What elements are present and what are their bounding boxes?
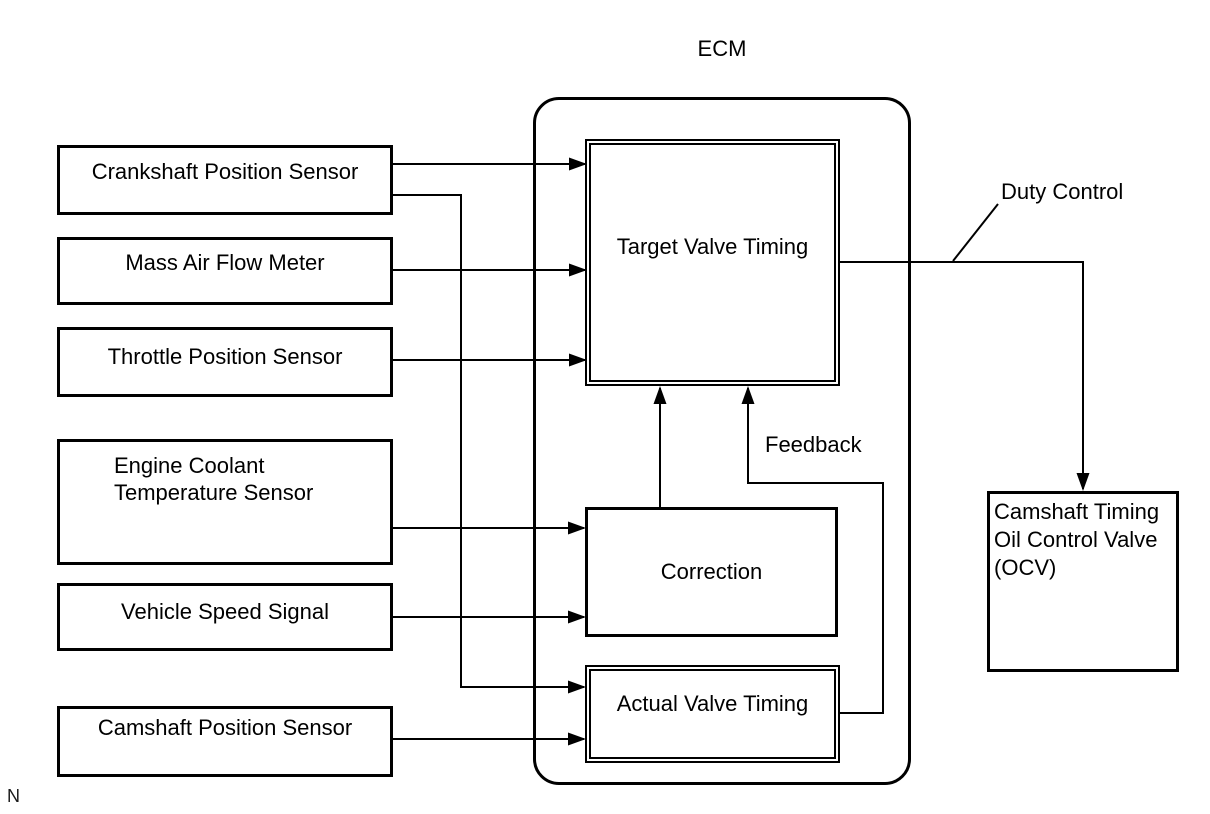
block-label: Engine Coolant Temperature Sensor	[114, 453, 314, 505]
block-target-valve-timing: Target Valve Timing	[585, 139, 840, 386]
feedback-label: Feedback	[765, 432, 862, 457]
block-actual-valve-timing: Actual Valve Timing	[585, 665, 840, 763]
block-label: Crankshaft Position Sensor	[91, 158, 359, 184]
block-label: Actual Valve Timing	[616, 690, 809, 716]
block-correction: Correction	[585, 507, 838, 637]
block-label: Vehicle Speed Signal	[121, 598, 329, 624]
block-label: Mass Air Flow Meter	[125, 249, 325, 275]
ecm-title: ECM	[697, 36, 747, 61]
block-label: Target Valve Timing	[616, 234, 809, 259]
block-throttle-position-sensor: Throttle Position Sensor	[57, 327, 393, 397]
block-mass-air-flow-meter: Mass Air Flow Meter	[57, 237, 393, 305]
footnote-n: N	[7, 786, 20, 806]
block-crankshaft-position-sensor: Crankshaft Position Sensor	[57, 145, 393, 215]
block-label: Correction	[660, 558, 763, 584]
block-label: Throttle Position Sensor	[107, 343, 343, 369]
block-camshaft-timing-oil-control-valve: Camshaft Timing Oil Control Valve (OCV)	[987, 491, 1179, 672]
duty-control-label: Duty Control	[1001, 179, 1124, 204]
block-label: Camshaft Position Sensor	[97, 715, 353, 740]
duty-control-callout-line	[952, 203, 999, 262]
block-camshaft-position-sensor: Camshaft Position Sensor	[57, 706, 393, 777]
block-label: Camshaft Timing Oil Control Valve (OCV)	[994, 499, 1160, 580]
block-vehicle-speed-signal: Vehicle Speed Signal	[57, 583, 393, 651]
block-engine-coolant-temperature-sensor: Engine Coolant Temperature Sensor	[57, 439, 393, 565]
arrowhead-duty-down	[1076, 473, 1090, 491]
